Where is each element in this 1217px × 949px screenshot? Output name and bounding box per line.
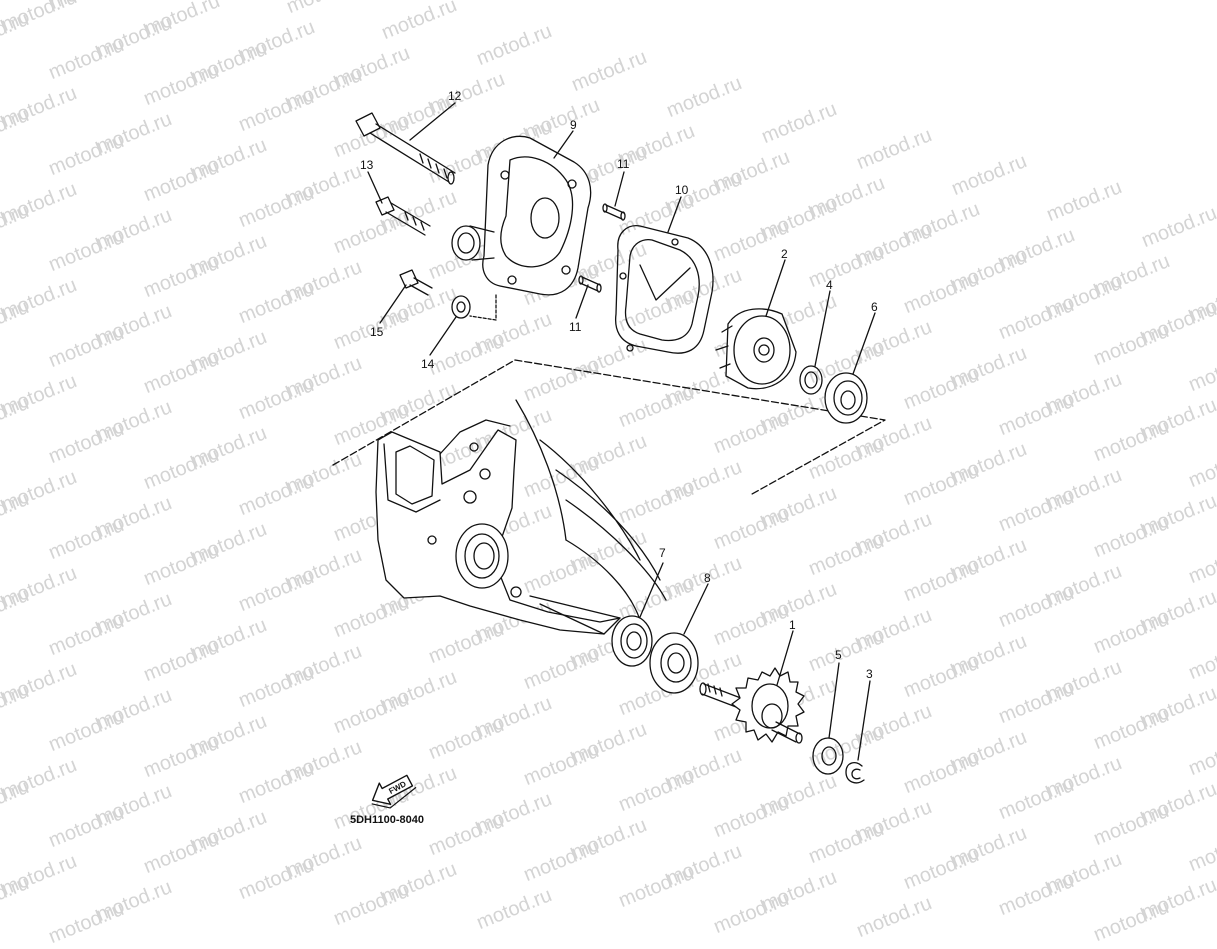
callouts: 12 9 13 11 10 15 14 11 2 4 6 7 8 1 5 3 5… bbox=[350, 89, 878, 826]
callout-10: 10 bbox=[675, 183, 689, 197]
part-6-oil-seal bbox=[824, 372, 868, 424]
part-14-washer bbox=[451, 295, 471, 319]
callout-11-lower: 11 bbox=[569, 320, 582, 334]
fwd-arrow-icon: FWD bbox=[371, 774, 417, 809]
callout-6: 6 bbox=[871, 300, 878, 314]
callout-9: 9 bbox=[570, 118, 577, 132]
diagram-code: 5DH1100-8040 bbox=[350, 814, 424, 826]
callout-8: 8 bbox=[704, 571, 711, 585]
callout-5: 5 bbox=[835, 648, 842, 662]
part-7-bearing bbox=[611, 615, 653, 667]
part-10-gasket bbox=[614, 225, 714, 354]
callout-12: 12 bbox=[448, 89, 462, 103]
reference-plane-outline bbox=[332, 359, 886, 495]
part-3-circlip bbox=[845, 761, 865, 784]
part-15-small-bolt bbox=[399, 269, 433, 296]
crankcase-housing bbox=[375, 399, 667, 635]
callout-15: 15 bbox=[370, 325, 384, 339]
callout-3: 3 bbox=[866, 667, 873, 681]
part-11-dowel-pin-upper bbox=[602, 203, 626, 221]
exploded-parts-diagram: FWD 12 9 13 11 10 15 14 11 2 4 6 7 8 1 5… bbox=[332, 89, 886, 826]
part-2-impeller bbox=[715, 308, 797, 390]
part-9-pump-cover bbox=[451, 135, 592, 321]
part-4-washer bbox=[799, 365, 823, 395]
callout-4: 4 bbox=[826, 278, 833, 292]
part-12-long-bolt bbox=[355, 112, 456, 185]
callout-2: 2 bbox=[781, 247, 788, 261]
part-11-dowel-pin-lower bbox=[578, 275, 602, 293]
part-13-bolt bbox=[375, 196, 431, 236]
callout-11-upper: 11 bbox=[617, 157, 630, 171]
part-8-bearing bbox=[649, 632, 699, 694]
callout-13: 13 bbox=[360, 158, 374, 172]
part-1-impeller-shaft-gear bbox=[699, 667, 805, 744]
leader-lines bbox=[367, 102, 876, 761]
callout-14: 14 bbox=[421, 357, 435, 371]
callout-7: 7 bbox=[659, 546, 666, 560]
part-5-washer bbox=[812, 737, 844, 775]
callout-1: 1 bbox=[789, 618, 796, 632]
